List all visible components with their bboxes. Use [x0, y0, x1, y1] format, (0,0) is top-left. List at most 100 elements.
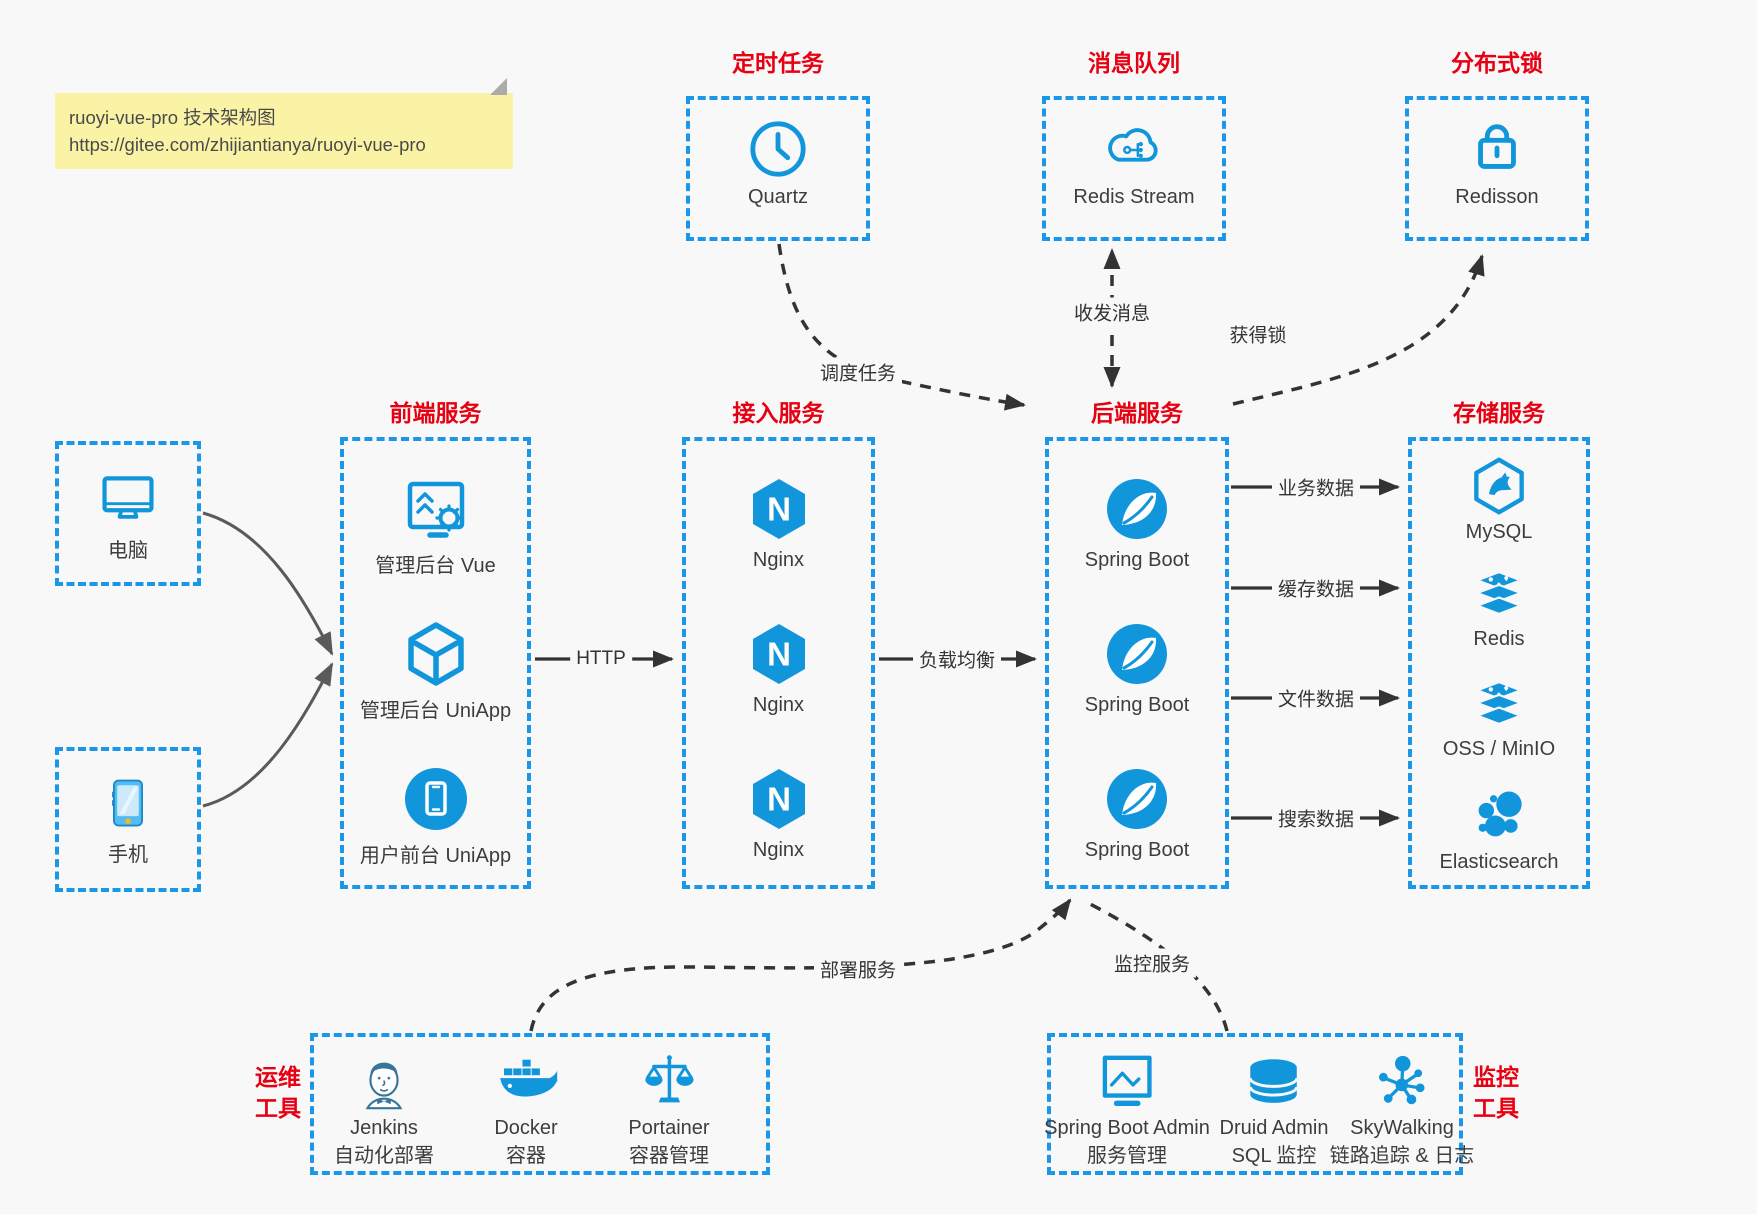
spring-boot-icon: [1105, 767, 1169, 831]
lock-icon: [1466, 118, 1528, 180]
tool-desc: SQL 监控: [1231, 1145, 1317, 1167]
item-label: Redis: [1473, 628, 1525, 650]
list-item: Redisson: [1409, 118, 1585, 209]
list-item: Redis: [1412, 564, 1586, 651]
list-item: 电脑: [59, 469, 197, 563]
list-item: Nginx: [686, 767, 871, 862]
nginx-icon: [747, 622, 811, 686]
nginx-icon: [747, 767, 811, 831]
oss-stack-icon: [1470, 674, 1528, 732]
edge-label-business-data: 业务数据: [1271, 472, 1361, 502]
item-label: Spring Boot: [1084, 549, 1190, 571]
mysql-icon: [1470, 457, 1528, 515]
list-item: Spring Boot Admin 服务管理: [1044, 1051, 1210, 1169]
note-url: https://gitee.com/zhijiantianya/ruoyi-vu…: [69, 134, 426, 155]
list-item: OSS / MinIO: [1412, 674, 1586, 761]
list-item: 用户前台 UniApp: [344, 767, 527, 868]
item-label: Nginx: [752, 694, 805, 716]
item-label: OSS / MinIO: [1442, 738, 1556, 760]
list-item: 手机: [59, 773, 197, 867]
item-label: 手机: [108, 844, 148, 866]
cloud-network-icon: [1103, 118, 1165, 180]
item-label: Elasticsearch: [1439, 851, 1559, 873]
elasticsearch-icon: [1470, 787, 1528, 845]
list-item: Spring Boot: [1049, 622, 1225, 717]
item-label: 电脑: [108, 540, 148, 562]
skywalking-icon: [1371, 1051, 1433, 1113]
tool-desc: 自动化部署: [334, 1145, 434, 1167]
list-item: Quartz: [690, 118, 866, 209]
item-label: Spring Boot: [1084, 694, 1190, 716]
edge-deploy-service: [529, 898, 1072, 1032]
section-title-distributed-lock: 分布式锁: [1451, 50, 1543, 76]
item-label: Spring Boot: [1084, 839, 1190, 861]
edge-label-cache-data: 缓存数据: [1271, 573, 1361, 603]
edge-label-deploy-service: 部署服务: [813, 954, 903, 984]
tool-name: Spring Boot Admin: [1044, 1117, 1210, 1139]
group-box-storage: MySQL Redis OSS / MinIO Elasticsearch: [1408, 437, 1590, 889]
section-title-frontend: 前端服务: [389, 400, 482, 426]
item-label: 管理后台 Vue: [375, 555, 496, 577]
section-title-gateway: 接入服务: [732, 400, 825, 426]
edge-label-monitor-service: 监控服务: [1107, 948, 1197, 978]
section-title-storage: 存储服务: [1453, 400, 1545, 426]
item-label: Nginx: [752, 839, 805, 861]
list-item: MySQL: [1412, 457, 1586, 544]
uniapp-cube-icon: [404, 622, 468, 686]
section-title-monitoring-tools: 监控 工具: [1470, 1062, 1522, 1124]
item-label: 管理后台 UniApp: [359, 700, 512, 722]
item-label: Quartz: [747, 186, 809, 208]
phone-circle-icon: [404, 767, 468, 831]
group-box-gateway: Nginx Nginx Nginx: [682, 437, 875, 889]
spring-boot-admin-icon: [1096, 1051, 1158, 1113]
item-label: 用户前台 UniApp: [359, 845, 512, 867]
group-box-backend: Spring Boot Spring Boot Spring Boot: [1045, 437, 1229, 889]
list-item: 管理后台 UniApp: [344, 622, 527, 723]
edge-label-message: 收发消息: [1067, 297, 1157, 327]
list-item: Jenkins 自动化部署: [334, 1051, 434, 1169]
group-box-message-queue: Redis Stream: [1042, 96, 1226, 241]
tool-desc: 服务管理: [1087, 1145, 1167, 1167]
list-item: Docker 容器: [494, 1051, 558, 1169]
section-title-message-queue: 消息队列: [1088, 50, 1180, 76]
item-label: Redisson: [1455, 186, 1539, 208]
edge-phone-to-frontend: [202, 662, 334, 808]
list-item: Portainer 容器管理: [628, 1051, 710, 1169]
item-label: Redis Stream: [1073, 186, 1195, 208]
edge-label-schedule-task: 调度任务: [813, 357, 903, 387]
group-box-scheduled-task: Quartz: [686, 96, 870, 241]
desktop-computer-icon: [98, 469, 158, 529]
docker-icon: [495, 1051, 557, 1113]
group-box-monitoring-tools: Spring Boot Admin 服务管理 Druid Admin SQL 监…: [1044, 1033, 1474, 1175]
druid-database-icon: [1243, 1051, 1305, 1113]
edge-label-load-balance: 负载均衡: [912, 644, 1002, 674]
list-item: Druid Admin SQL 监控: [1219, 1051, 1329, 1169]
tool-desc: 链路追踪 & 日志: [1329, 1145, 1475, 1167]
item-label: MySQL: [1465, 521, 1533, 543]
jenkins-icon: [353, 1051, 415, 1113]
tool-name: Druid Admin: [1219, 1117, 1329, 1139]
monitoring-title-line1: 监控: [1473, 1064, 1519, 1090]
mobile-phone-icon: [98, 773, 158, 833]
group-box-ops-tools: Jenkins 自动化部署 Docker 容器 Portainer 容器管理: [310, 1033, 770, 1175]
ops-title-line2: 工具: [255, 1095, 301, 1121]
edge-label-file-data: 文件数据: [1271, 683, 1361, 713]
monitoring-title-line2: 工具: [1473, 1095, 1519, 1121]
edge-label-http: HTTP: [570, 647, 632, 671]
edge-pc-to-frontend: [202, 511, 334, 656]
redis-stack-icon: [1470, 564, 1528, 622]
list-item: Nginx: [686, 622, 871, 717]
sticky-note: ruoyi-vue-pro 技术架构图 https://gitee.com/zh…: [55, 78, 513, 169]
note-fold-corner: [490, 78, 507, 95]
tool-name: Docker: [494, 1117, 558, 1139]
tool-desc: 容器管理: [629, 1145, 709, 1167]
spring-boot-icon: [1105, 477, 1169, 541]
list-item: SkyWalking 链路追踪 & 日志: [1330, 1051, 1474, 1169]
group-box-pc: 电脑: [55, 441, 201, 586]
admin-vue-icon: [404, 477, 468, 541]
tool-name: Jenkins: [350, 1117, 418, 1139]
note-title: ruoyi-vue-pro 技术架构图: [69, 107, 276, 128]
list-item: Spring Boot: [1049, 477, 1225, 572]
clock-icon: [747, 118, 809, 180]
